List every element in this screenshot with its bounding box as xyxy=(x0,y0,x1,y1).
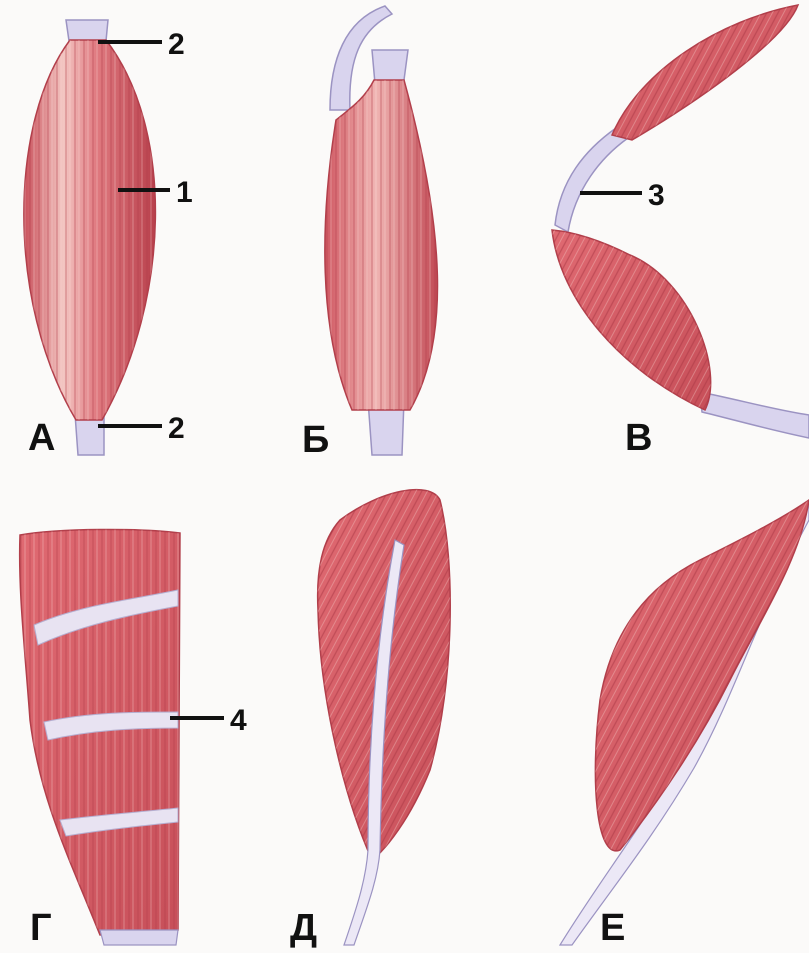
muscle-g-segmented xyxy=(20,529,180,945)
tendon-v-intermediate xyxy=(555,128,628,232)
letter-a: А xyxy=(28,417,55,459)
letter-e: Е xyxy=(600,907,625,949)
letter-b: Б xyxy=(302,419,329,461)
label-3: 3 xyxy=(648,179,665,212)
muscle-v-digastric xyxy=(552,5,809,438)
tendon-g-bottom xyxy=(100,930,178,945)
label-1: 1 xyxy=(176,176,193,209)
label-2-bottom: 2 xyxy=(168,412,185,445)
label-2-top: 2 xyxy=(168,28,185,61)
muscle-e-unipennate xyxy=(560,500,809,945)
label-4: 4 xyxy=(230,704,247,737)
letter-g: Г xyxy=(30,907,52,949)
letter-d: Д xyxy=(290,907,317,949)
muscle-a-fusiform xyxy=(24,20,156,455)
muscle-d-pennate xyxy=(318,490,451,945)
letter-v: В xyxy=(625,417,652,459)
muscle-b xyxy=(325,6,438,455)
tendon-v-end xyxy=(700,392,809,438)
